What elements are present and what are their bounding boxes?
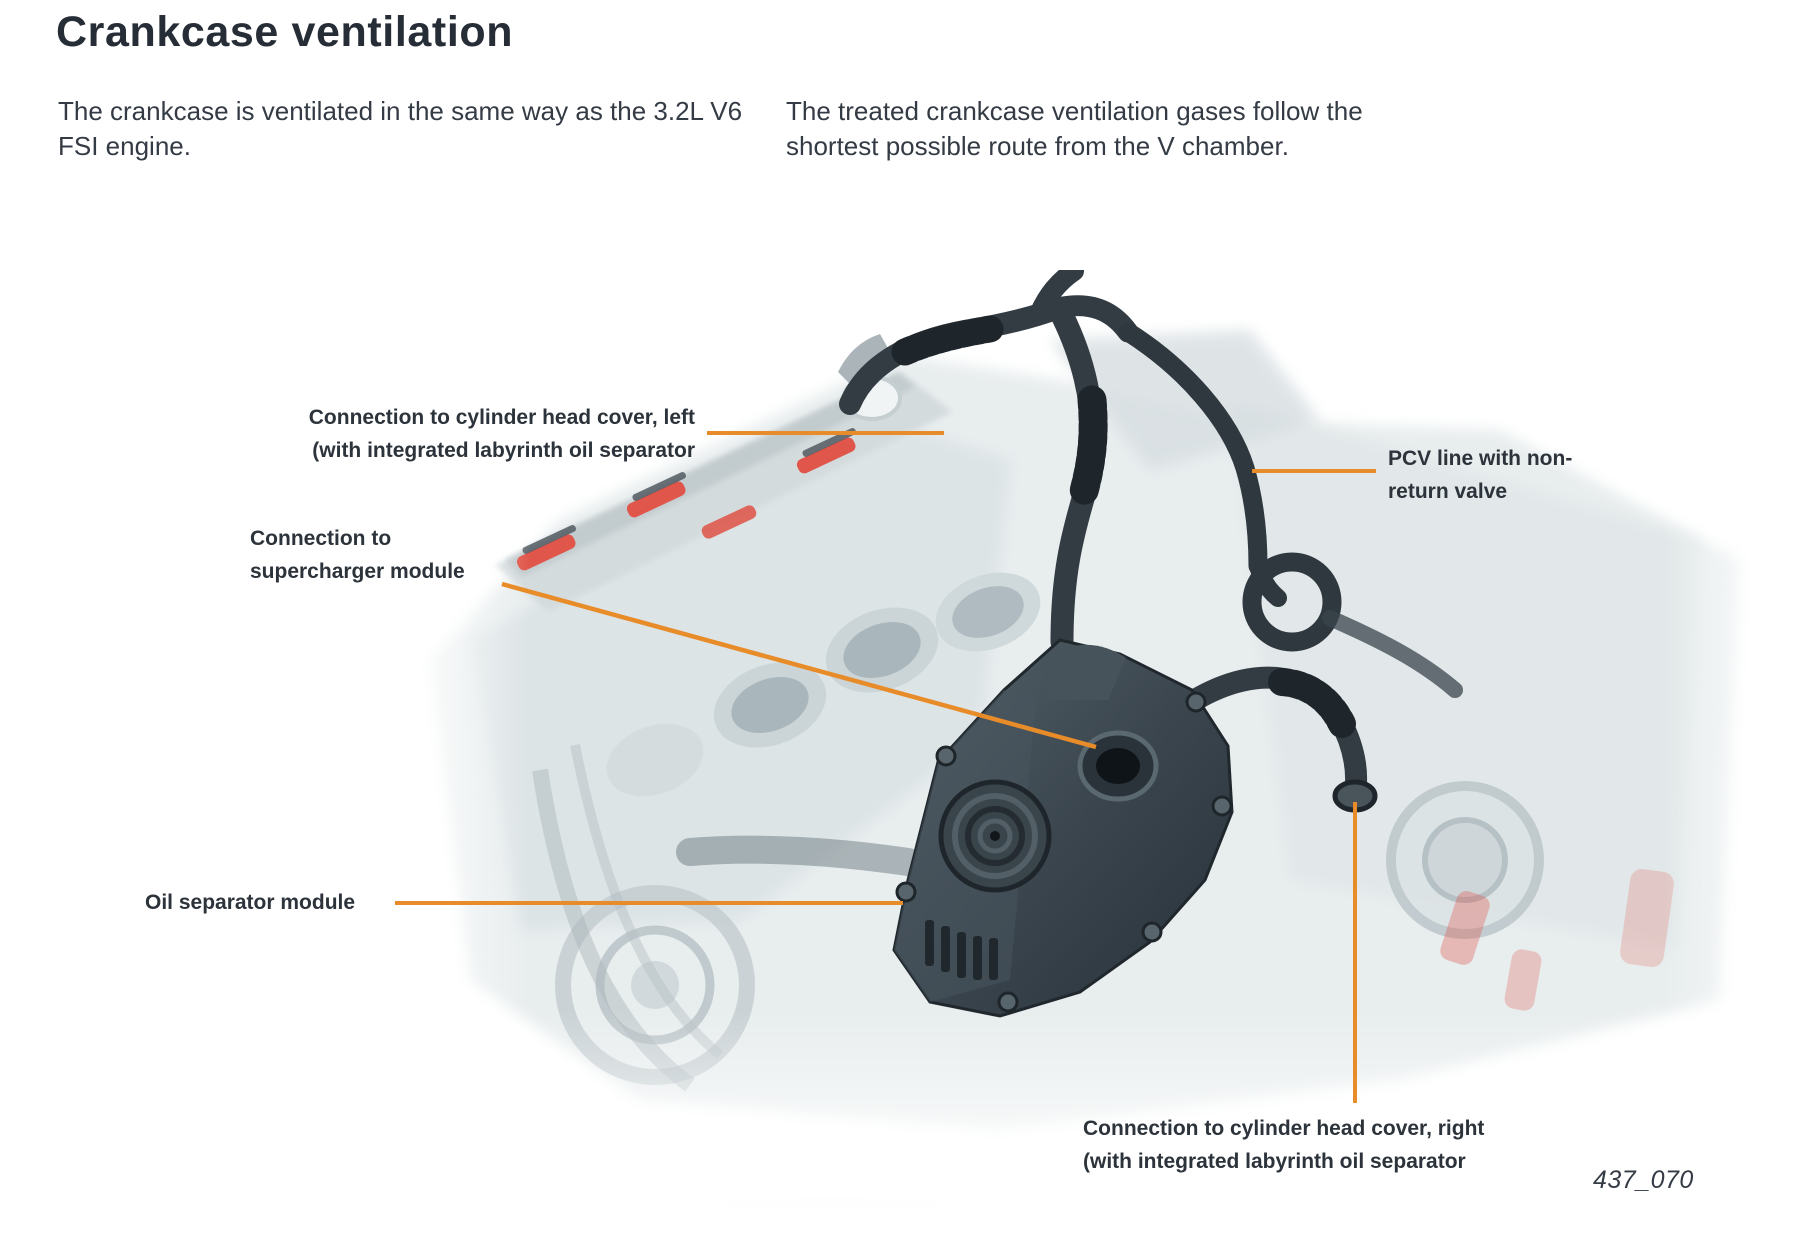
callout-line: supercharger module	[250, 560, 465, 583]
module-ribs	[925, 920, 998, 980]
callout-cyl-head-cover-right: Connection to cylinder head cover, right…	[1083, 1112, 1623, 1178]
callout-line: Connection to cylinder head cover, right	[1083, 1117, 1485, 1140]
callout-line: Connection to cylinder head cover, left	[308, 406, 695, 429]
supercharger-port	[1077, 730, 1159, 802]
pcv-line-hose	[1118, 322, 1268, 576]
tee-stub-up	[1030, 270, 1084, 322]
callout-supercharger-module: Connection to supercharger module	[250, 522, 465, 588]
figure-reference: 437_070	[1593, 1166, 1694, 1194]
pcv-hose-loop	[1242, 552, 1342, 652]
module-spiral-boss	[938, 779, 1052, 893]
callout-line: return valve	[1388, 480, 1508, 503]
intro-paragraph-right: The treated crankcase ventilation gases …	[786, 96, 1363, 161]
callout-line: (with integrated labyrinth oil separator	[1083, 1150, 1466, 1173]
ventilation-hoses	[676, 270, 1463, 876]
page-title: Crankcase ventilation	[56, 8, 514, 56]
callout-line: Connection to	[250, 527, 392, 550]
faded-red-parts	[1440, 868, 1674, 1011]
callout-pcv-line: PCV line with non- return valve	[1388, 442, 1708, 508]
callout-line: Oil separator module	[145, 891, 356, 914]
background-duct	[676, 835, 922, 876]
callout-line: (with integrated labyrinth oil separator	[312, 439, 695, 462]
head-cover-port-right	[1332, 779, 1378, 813]
callout-oil-separator-module: Oil separator module	[145, 886, 355, 919]
intro-paragraph-left: The crankcase is ventilated in the same …	[58, 96, 743, 161]
left-fade	[380, 270, 530, 1242]
red-gasket-strips	[516, 428, 856, 571]
global-bottom-fade	[380, 1150, 1794, 1242]
callout-line: PCV line with non-	[1388, 447, 1573, 470]
right-fade	[1664, 270, 1794, 1242]
callout-cyl-head-cover-left: Connection to cylinder head cover, left …	[250, 401, 695, 467]
throttle-body	[1386, 781, 1544, 939]
module-bolts	[895, 691, 1233, 1013]
hose-loop-onward	[1322, 610, 1463, 698]
